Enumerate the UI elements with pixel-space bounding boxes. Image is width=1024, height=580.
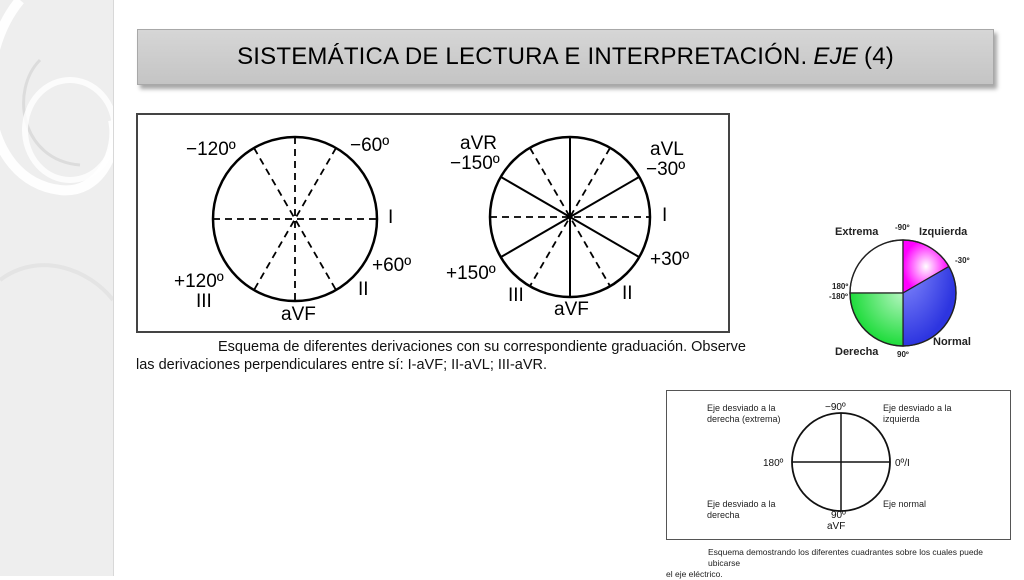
quad-label-right: 0º/I <box>895 458 910 469</box>
left-label-plus120: +120º <box>174 271 224 292</box>
left-label-minus120: −120º <box>186 139 236 160</box>
label-minus180: -180º <box>829 292 848 301</box>
slide-title-number: (4) <box>864 43 894 70</box>
label-minus30: -30º <box>955 256 970 265</box>
right-label-avl: aVL <box>650 139 684 160</box>
quadrants-caption: Esquema demostrando los diferentes cuadr… <box>666 547 1016 580</box>
derivations-caption-line2: las derivaciones perpendiculares entre s… <box>136 357 548 373</box>
decorative-swirl-graphic <box>0 0 113 302</box>
label-180: 180º <box>832 282 848 291</box>
derivations-figure: −120º −60º I +60º II +120º III aVF aVR −… <box>136 113 730 333</box>
label-top-deg: -90º <box>895 223 910 232</box>
quad-text-bottom-right: Eje normal <box>883 499 927 509</box>
quadrants-caption-line2: el eje eléctrico. <box>666 569 723 579</box>
axis-quadrants-diagram: −90º 180º 0º/I 90º aVF <box>763 402 910 532</box>
left-label-avf: aVF <box>281 304 316 325</box>
left-label-plus60: +60º <box>372 255 411 276</box>
left-label-lead-ii: II <box>358 279 369 300</box>
label-bottom-deg: 90º <box>897 350 909 359</box>
axis-quadrants-figure: −90º 180º 0º/I 90º aVF Eje desviado a la… <box>666 390 1011 540</box>
quad-text-top-right: Eje desviado a la izquierda <box>883 403 952 424</box>
slide-title-emphasis: EJE <box>813 43 858 70</box>
label-derecha: Derecha <box>835 346 879 358</box>
label-extrema: Extrema <box>835 226 879 238</box>
right-circle-diagram: aVR −150º aVL −30º I +30º +150º III II a… <box>446 133 689 320</box>
right-label-minus150: −150º <box>450 153 500 174</box>
right-label-plus30: +30º <box>650 249 689 270</box>
right-label-lead-iii: III <box>508 285 524 306</box>
left-label-minus60: −60º <box>350 135 389 156</box>
left-label-lead-iii: III <box>196 291 212 312</box>
right-label-plus150: +150º <box>446 263 496 284</box>
quadrant-extrema <box>849 239 904 294</box>
label-normal: Normal <box>933 336 971 348</box>
right-label-minus30: −30º <box>646 159 685 180</box>
axis-color-figure: Extrema Izquierda -90º -30º 180º -180º N… <box>815 213 1001 370</box>
right-label-avr: aVR <box>460 133 497 154</box>
quad-label-bottom-deg: 90º <box>831 510 846 521</box>
right-label-avf: aVF <box>554 299 589 320</box>
quad-label-bottom-lead: aVF <box>827 521 845 532</box>
quad-text-top-left: Eje desviado a la derecha (extrema) <box>707 403 781 424</box>
slide-title-main: SISTEMÁTICA DE LECTURA E INTERPRETACIÓN. <box>237 43 808 70</box>
slide-title: SISTEMÁTICA DE LECTURA E INTERPRETACIÓN.… <box>137 29 994 85</box>
left-circle-diagram: −120º −60º I +60º II +120º III aVF <box>174 135 411 325</box>
quadrant-derecha <box>849 292 904 347</box>
derivations-diagram: −120º −60º I +60º II +120º III aVF aVR −… <box>174 133 689 325</box>
quad-label-left: 180º <box>763 458 784 469</box>
quad-label-top: −90º <box>825 402 846 413</box>
label-izquierda: Izquierda <box>919 226 968 238</box>
quad-text-bottom-left: Eje desviado a la derecha <box>707 499 776 520</box>
right-label-lead-i: I <box>662 205 667 226</box>
left-label-lead-i: I <box>388 207 393 228</box>
quadrants-caption-line1: Esquema demostrando los diferentes cuadr… <box>708 547 984 568</box>
derivations-caption: Esquema de diferentes derivaciones con s… <box>136 338 756 374</box>
derivations-caption-line1: Esquema de diferentes derivaciones con s… <box>218 339 746 355</box>
right-label-lead-ii: II <box>622 283 633 304</box>
decorative-side-panel <box>0 0 114 576</box>
axis-color-diagram: Extrema Izquierda -90º -30º 180º -180º N… <box>829 223 971 359</box>
